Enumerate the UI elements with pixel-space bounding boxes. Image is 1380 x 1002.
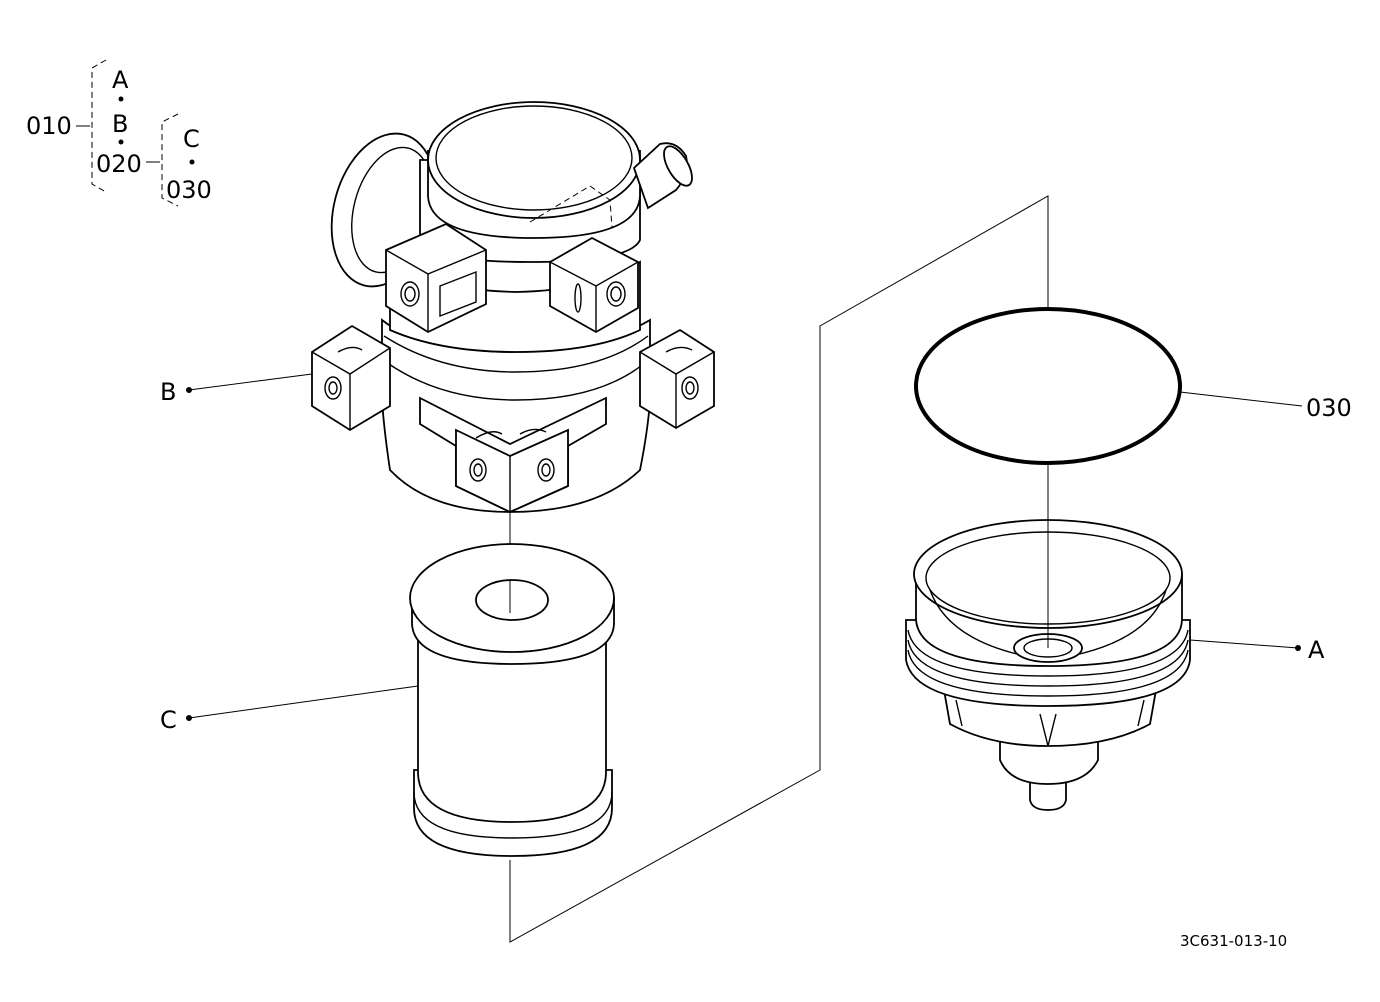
legend-assembly-010: 010 — [26, 112, 72, 140]
callout-label-a: A — [1308, 636, 1325, 664]
callout-c: C — [160, 685, 419, 734]
legend-item-030: 030 — [166, 176, 212, 204]
o-ring — [914, 307, 1182, 465]
drawing-number: 3C631-013-10 — [1180, 932, 1287, 950]
filter-housing-head — [311, 101, 715, 513]
filter-bowl — [905, 519, 1191, 811]
callout-b: B — [160, 373, 313, 406]
callout-label-b: B — [160, 378, 176, 406]
legend-item-a: A — [112, 66, 129, 94]
filter-element — [409, 543, 615, 857]
callout-label-030: 030 — [1306, 394, 1352, 422]
callout-label-c: C — [160, 706, 177, 734]
callout-a: A — [1189, 636, 1325, 664]
legend-item-b: B — [112, 110, 128, 138]
assembly-path-line — [509, 195, 1049, 943]
parts-legend: 010 A B 020 C 030 — [26, 59, 212, 207]
legend-item-c: C — [183, 125, 200, 153]
callout-030: 030 — [1179, 391, 1352, 422]
legend-subassembly-020: 020 — [96, 150, 142, 178]
